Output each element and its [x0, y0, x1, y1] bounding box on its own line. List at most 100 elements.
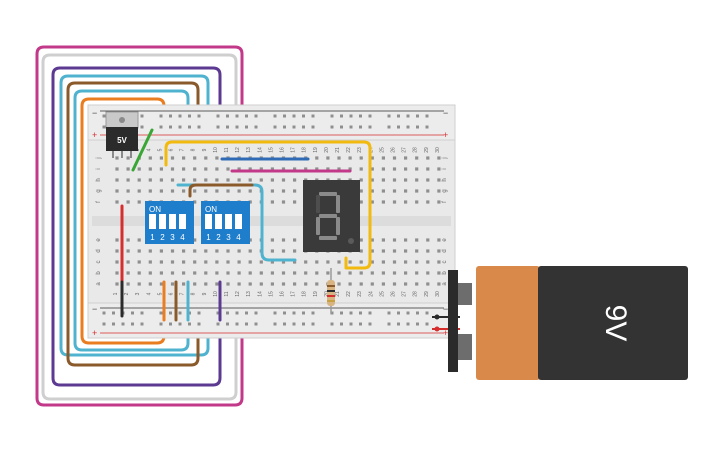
breadboard-hole[interactable]: [281, 189, 286, 193]
breadboard-hole[interactable]: [248, 249, 252, 253]
rail-hole[interactable]: [340, 322, 343, 326]
breadboard-hole[interactable]: [348, 260, 352, 264]
breadboard-hole[interactable]: [126, 271, 130, 275]
rail-hole[interactable]: [226, 125, 229, 129]
breadboard-hole[interactable]: [170, 167, 175, 171]
breadboard-hole[interactable]: [270, 249, 274, 253]
breadboard-hole[interactable]: [304, 260, 308, 264]
rail-hole[interactable]: [254, 311, 258, 315]
dip-toggle[interactable]: [149, 214, 156, 229]
breadboard-hole[interactable]: [404, 238, 408, 242]
breadboard-hole[interactable]: [315, 156, 319, 160]
breadboard-hole[interactable]: [159, 167, 163, 171]
breadboard-hole[interactable]: [326, 167, 330, 171]
breadboard-hole[interactable]: [381, 282, 385, 286]
rail-hole[interactable]: [245, 322, 248, 326]
breadboard-hole[interactable]: [404, 200, 408, 204]
breadboard-hole[interactable]: [293, 178, 297, 182]
breadboard-hole[interactable]: [170, 249, 175, 253]
breadboard-hole[interactable]: [404, 167, 408, 171]
dip-toggle[interactable]: [159, 214, 166, 229]
breadboard-hole[interactable]: [193, 167, 197, 171]
breadboard-hole[interactable]: [404, 271, 408, 275]
rail-hole[interactable]: [178, 114, 182, 118]
breadboard-hole[interactable]: [359, 271, 363, 275]
rail-hole[interactable]: [302, 322, 305, 326]
breadboard-hole[interactable]: [404, 178, 408, 182]
breadboard-hole[interactable]: [193, 200, 197, 204]
breadboard-hole[interactable]: [426, 260, 430, 264]
wire-orange-loop[interactable]: [80, 97, 166, 345]
breadboard-hole[interactable]: [226, 167, 230, 171]
breadboard-hole[interactable]: [370, 260, 374, 264]
breadboard-hole[interactable]: [293, 189, 297, 193]
breadboard-hole[interactable]: [415, 156, 419, 160]
rail-hole[interactable]: [311, 311, 315, 315]
breadboard-hole[interactable]: [359, 156, 363, 160]
rail-hole[interactable]: [340, 125, 343, 129]
rail-hole[interactable]: [216, 322, 220, 326]
rail-hole[interactable]: [425, 114, 429, 118]
rail-hole[interactable]: [112, 322, 115, 326]
rail-hole[interactable]: [397, 125, 400, 129]
breadboard-hole[interactable]: [115, 189, 119, 193]
rail-hole[interactable]: [131, 322, 134, 326]
breadboard-hole[interactable]: [115, 200, 119, 204]
rail-hole[interactable]: [159, 322, 163, 326]
breadboard-hole[interactable]: [293, 200, 297, 204]
breadboard-hole[interactable]: [392, 282, 397, 286]
breadboard-hole[interactable]: [293, 282, 297, 286]
rail-hole[interactable]: [140, 125, 144, 129]
breadboard-hole[interactable]: [159, 282, 163, 286]
breadboard-hole[interactable]: [415, 249, 419, 253]
rail-hole[interactable]: [416, 322, 419, 326]
seven-segment-display[interactable]: [303, 180, 360, 252]
rail-hole[interactable]: [416, 125, 419, 129]
breadboard-hole[interactable]: [259, 260, 263, 264]
breadboard-hole[interactable]: [381, 189, 385, 193]
breadboard-hole[interactable]: [437, 178, 441, 182]
breadboard-hole[interactable]: [359, 238, 363, 242]
breadboard-hole[interactable]: [415, 260, 419, 264]
breadboard-hole[interactable]: [237, 249, 241, 253]
rail-hole[interactable]: [292, 114, 296, 118]
wire-cyan-loop-2[interactable]: [73, 89, 190, 352]
rail-hole[interactable]: [340, 311, 343, 315]
rail-hole[interactable]: [387, 322, 391, 326]
breadboard-hole[interactable]: [170, 189, 175, 193]
rail-hole[interactable]: [283, 125, 286, 129]
rail-hole[interactable]: [226, 114, 229, 118]
wire-gray-outer[interactable]: [41, 53, 238, 401]
breadboard-hole[interactable]: [426, 178, 430, 182]
rail-hole[interactable]: [416, 311, 419, 315]
breadboard-hole[interactable]: [159, 178, 163, 182]
breadboard-hole[interactable]: [137, 260, 141, 264]
breadboard-hole[interactable]: [281, 260, 286, 264]
breadboard-hole[interactable]: [137, 189, 141, 193]
breadboard-hole[interactable]: [204, 249, 208, 253]
breadboard-hole[interactable]: [326, 271, 330, 275]
breadboard-hole[interactable]: [370, 156, 374, 160]
breadboard-hole[interactable]: [170, 271, 175, 275]
rail-hole[interactable]: [368, 125, 372, 129]
rail-hole[interactable]: [226, 322, 229, 326]
breadboard-hole[interactable]: [159, 156, 163, 160]
breadboard-hole[interactable]: [193, 156, 197, 160]
breadboard-hole[interactable]: [337, 156, 341, 160]
rail-hole[interactable]: [359, 311, 362, 315]
breadboard-hole[interactable]: [182, 156, 186, 160]
breadboard-hole[interactable]: [226, 178, 230, 182]
breadboard-hole[interactable]: [148, 260, 152, 264]
breadboard-hole[interactable]: [381, 156, 385, 160]
rail-hole[interactable]: [330, 125, 334, 129]
breadboard-hole[interactable]: [304, 282, 308, 286]
rail-hole[interactable]: [188, 114, 191, 118]
breadboard-hole[interactable]: [348, 282, 352, 286]
breadboard-hole[interactable]: [248, 271, 252, 275]
rail-hole[interactable]: [226, 311, 229, 315]
breadboard-hole[interactable]: [293, 271, 297, 275]
breadboard-hole[interactable]: [381, 200, 385, 204]
breadboard-hole[interactable]: [148, 271, 152, 275]
resistor[interactable]: [327, 268, 335, 314]
breadboard-hole[interactable]: [237, 178, 241, 182]
